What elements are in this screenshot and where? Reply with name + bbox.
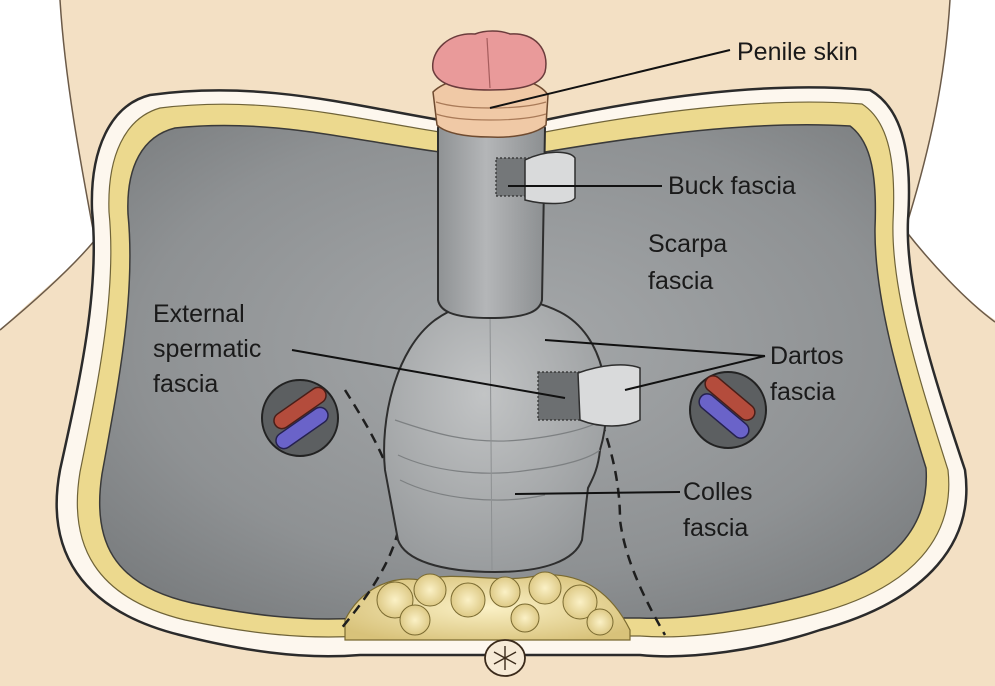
label-dartos-line2: fascia: [770, 378, 835, 406]
left-spermatic-cord: [262, 380, 338, 456]
buck-fascia-flap: [496, 152, 575, 203]
right-spermatic-cord: [690, 372, 766, 448]
scrotum: [384, 299, 606, 572]
label-buck-fascia: Buck fascia: [668, 172, 796, 200]
label-external-line1: External: [153, 300, 245, 328]
label-dartos-line1: Dartos: [770, 342, 844, 370]
anus: [485, 640, 525, 676]
label-external-line2: spermatic: [153, 335, 261, 363]
label-scarpa-line2: fascia: [648, 267, 713, 295]
label-penile-skin: Penile skin: [737, 38, 858, 66]
glans: [433, 31, 546, 90]
label-scarpa-line1: Scarpa: [648, 230, 727, 258]
label-colles-line1: Colles: [683, 478, 752, 506]
label-colles-line2: fascia: [683, 514, 748, 542]
label-external-line3: fascia: [153, 370, 218, 398]
